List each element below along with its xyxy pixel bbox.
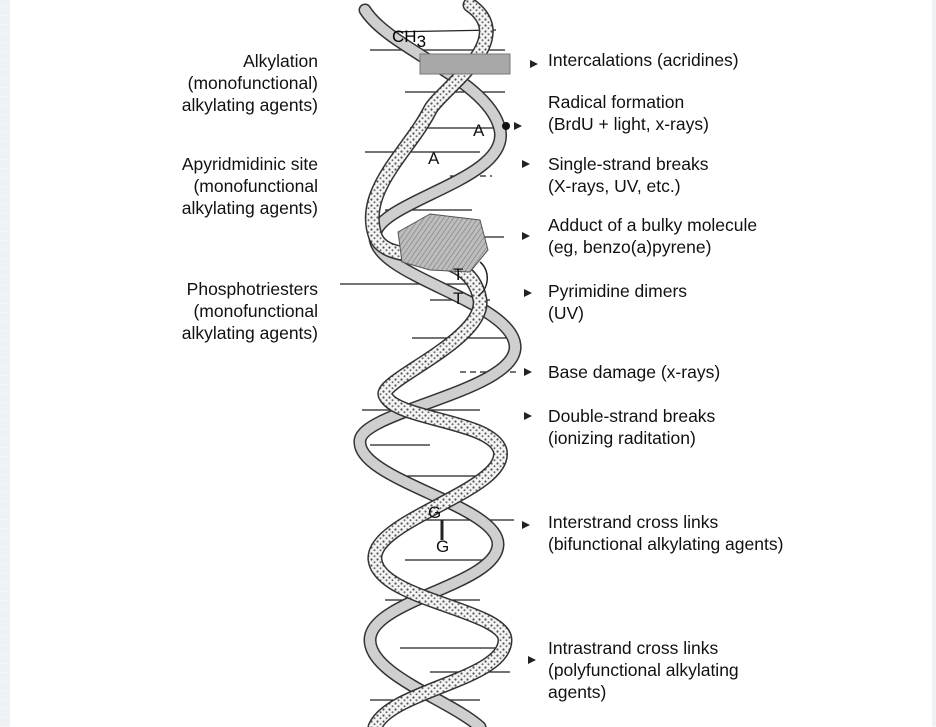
base-t-lower: T [453, 289, 463, 308]
label-radical-formation: Radical formation (BrdU + light, x-rays) [548, 91, 709, 135]
radical-dot [502, 122, 510, 130]
label-double-strand-breaks: Double-strand breaks (ionizing raditatio… [548, 405, 715, 449]
label-bulky-adduct: Adduct of a bulky molecule (eg, benzo(a)… [548, 214, 757, 258]
label-apyrimidinic-site: Apyridmidinic site (monofunctional alkyl… [182, 153, 318, 219]
label-phosphotriesters: Phosphotriesters (monofunctional alkylat… [182, 278, 318, 344]
bulky-adduct-shape [398, 214, 488, 272]
label-base-damage: Base damage (x-rays) [548, 361, 720, 383]
label-intercalations: Intercalations (acridines) [548, 49, 739, 71]
dna-helix-diagram: CH3 A A T T G G [10, 0, 932, 727]
base-g-lower: G [436, 537, 449, 556]
label-interstrand-cross-links: Interstrand cross links (bifunctional al… [548, 511, 783, 555]
label-intrastrand-cross-links: Intrastrand cross links (polyfunctional … [548, 637, 739, 703]
figure-card: CH3 A A T T G G Alkylation (monofunction… [10, 0, 932, 727]
base-a-upper: A [473, 121, 485, 140]
base-t-upper: T [453, 265, 463, 284]
intercalator-block [420, 54, 510, 74]
right-arrows [514, 60, 538, 664]
label-single-strand-breaks: Single-strand breaks (X-rays, UV, etc.) [548, 153, 709, 197]
label-alkylation: Alkylation (monofunctional) alkylating a… [182, 50, 318, 116]
base-g-upper: G [428, 503, 441, 522]
label-pyrimidine-dimers: Pyrimidine dimers (UV) [548, 280, 687, 324]
base-a-lower: A [428, 149, 440, 168]
